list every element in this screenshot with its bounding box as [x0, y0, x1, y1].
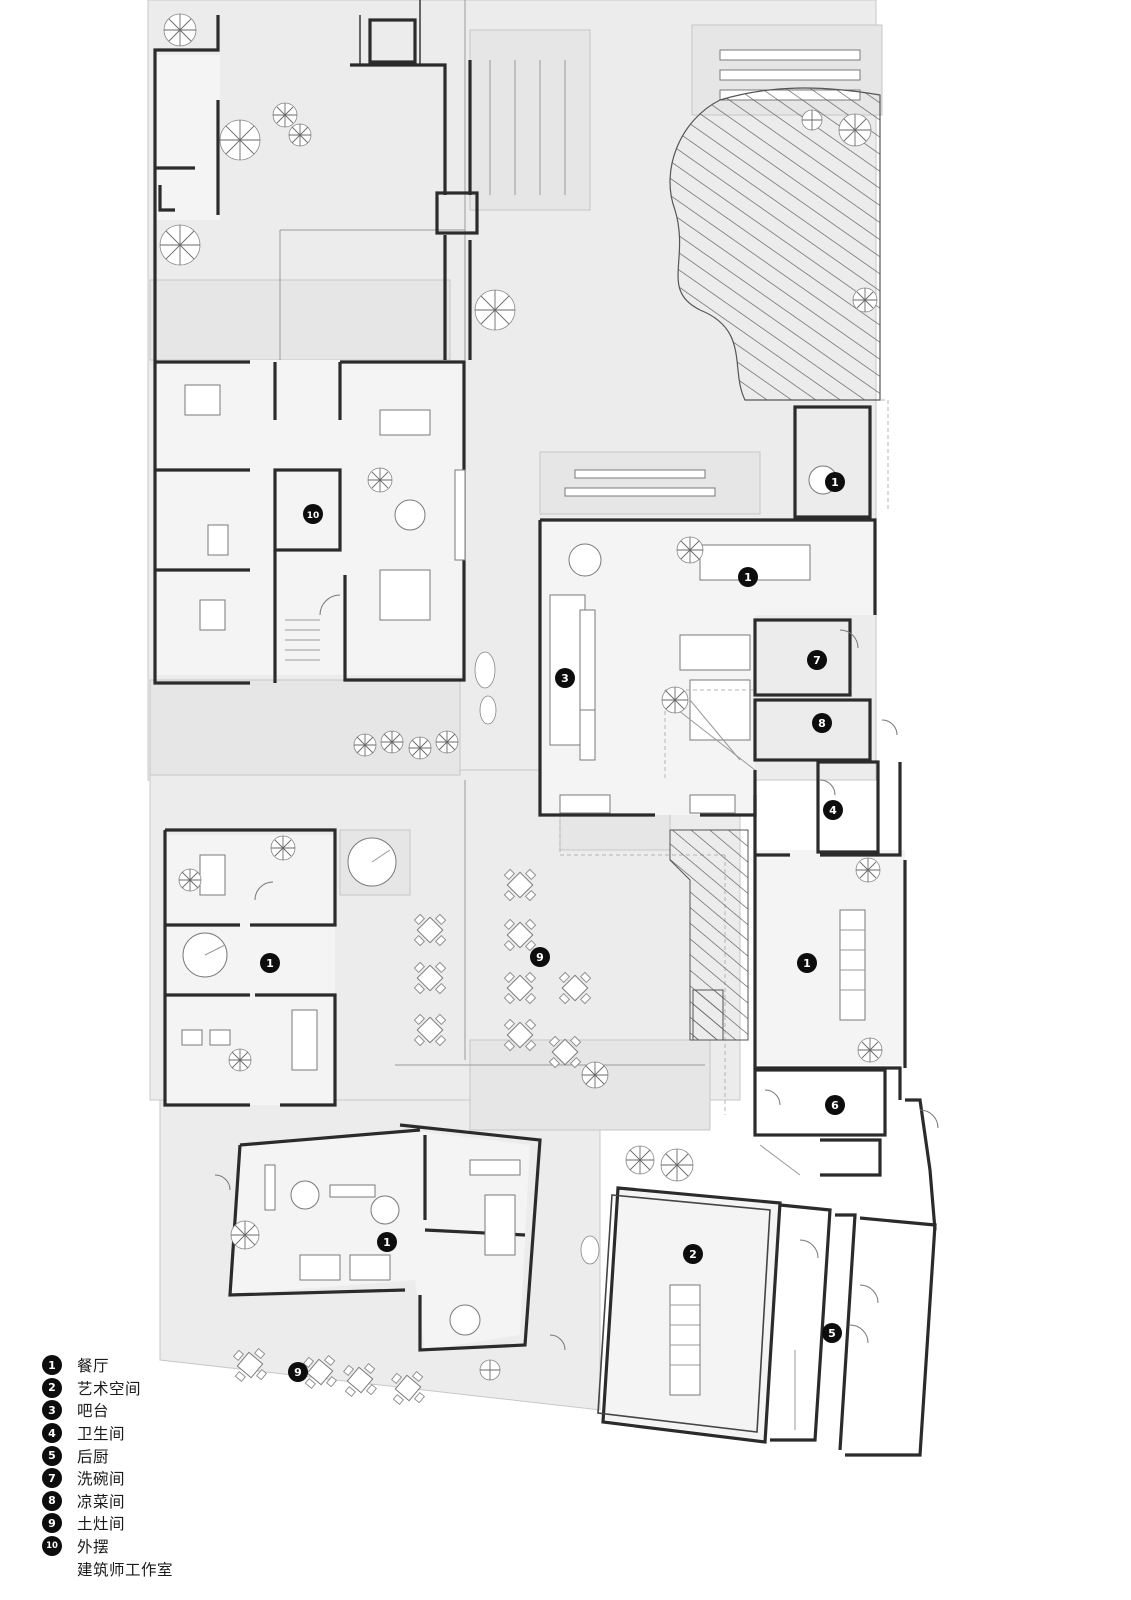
plan-marker-label: 1: [266, 957, 274, 970]
plan-marker-label: 1: [383, 1236, 391, 1249]
hatched-ramp-1: [669, 829, 749, 1041]
plan-marker: 3: [555, 668, 575, 688]
plan-marker: 9: [530, 947, 550, 967]
plan-marker-label: 5: [828, 1327, 836, 1340]
plan-marker-label: 3: [561, 672, 569, 685]
plan-marker-label: 9: [536, 951, 544, 964]
plan-marker: 7: [807, 650, 827, 670]
plan-marker-label: 1: [744, 571, 752, 584]
legend-item: 5 后厨: [42, 1444, 272, 1467]
legend-number-badge: 10: [42, 1536, 62, 1557]
legend-number-badge: 1: [42, 1355, 62, 1376]
plan-marker: 2: [683, 1244, 703, 1264]
legend-label: 艺术空间: [77, 1379, 142, 1398]
plan-marker: 9: [288, 1362, 308, 1382]
outdoor-seating: [233, 868, 592, 1405]
plan-marker-label: 2: [689, 1248, 697, 1261]
main-restaurant-building: [538, 405, 877, 817]
plan-marker-label: 1: [831, 476, 839, 489]
legend: 1 餐厅 2 艺术空间 3 吧台 4 卫生间 5 后厨 7 洗碗间 8 凉菜间 9 土灶间 10…: [42, 1354, 272, 1580]
legend-label: 外摆: [77, 1538, 110, 1557]
plan-marker-label: 10: [307, 511, 320, 521]
legend-item: 建筑师工作室: [42, 1557, 272, 1580]
legend-label: 后厨: [77, 1447, 110, 1466]
legend-label: 凉菜间: [77, 1492, 126, 1511]
legend-label: 卫生间: [77, 1425, 126, 1444]
legend-item: 10 外摆: [42, 1535, 272, 1558]
plan-marker: 1: [797, 953, 817, 973]
legend-item: 7 洗碗间: [42, 1467, 272, 1490]
plan-marker-label: 7: [813, 654, 821, 667]
art-space-building: [597, 1186, 937, 1457]
plan-marker: 10: [303, 504, 323, 524]
legend-number-badge: 4: [42, 1423, 62, 1444]
legend-label: 土灶间: [77, 1515, 126, 1534]
trees: [159, 13, 883, 1381]
legend-item: 1 餐厅: [42, 1354, 272, 1377]
legend-item: 9 土灶间: [42, 1512, 272, 1535]
hatched-ramp-2: [692, 989, 724, 1041]
legend-number-badge: 3: [42, 1400, 62, 1421]
plan-marker: 1: [377, 1232, 397, 1252]
plan-marker: 5: [822, 1323, 842, 1343]
legend-item: 4 卫生间: [42, 1422, 272, 1445]
plan-marker: 1: [738, 567, 758, 587]
legend-item: 8 凉菜间: [42, 1490, 272, 1513]
legend-label: 洗碗间: [77, 1470, 126, 1489]
plan-marker-label: 1: [803, 957, 811, 970]
legend-number-badge: 2: [42, 1377, 62, 1398]
plan-marker-label: 8: [818, 717, 826, 730]
legend-label: 吧台: [77, 1402, 110, 1421]
legend-number-badge: 5: [42, 1445, 62, 1466]
plan-marker: 8: [812, 713, 832, 733]
plan-marker: 6: [825, 1095, 845, 1115]
plan-marker: 4: [823, 800, 843, 820]
plan-marker: 1: [825, 472, 845, 492]
plan-marker-label: 9: [294, 1366, 302, 1379]
legend-label: 餐厅: [77, 1357, 110, 1376]
legend-number-badge: 8: [42, 1490, 62, 1511]
plan-marker-label: 6: [831, 1099, 839, 1112]
hatched-lawn: [669, 87, 881, 401]
legend-number-badge: 9: [42, 1513, 62, 1534]
legend-label: 建筑师工作室: [77, 1560, 174, 1579]
legend-item: 3 吧台: [42, 1399, 272, 1422]
east-building: [753, 760, 937, 1231]
plan-marker-label: 4: [829, 804, 837, 817]
doors: [214, 594, 939, 1351]
legend-item: 2 艺术空间: [42, 1377, 272, 1400]
plan-marker: 1: [260, 953, 280, 973]
legend-number-badge: 7: [42, 1468, 62, 1489]
